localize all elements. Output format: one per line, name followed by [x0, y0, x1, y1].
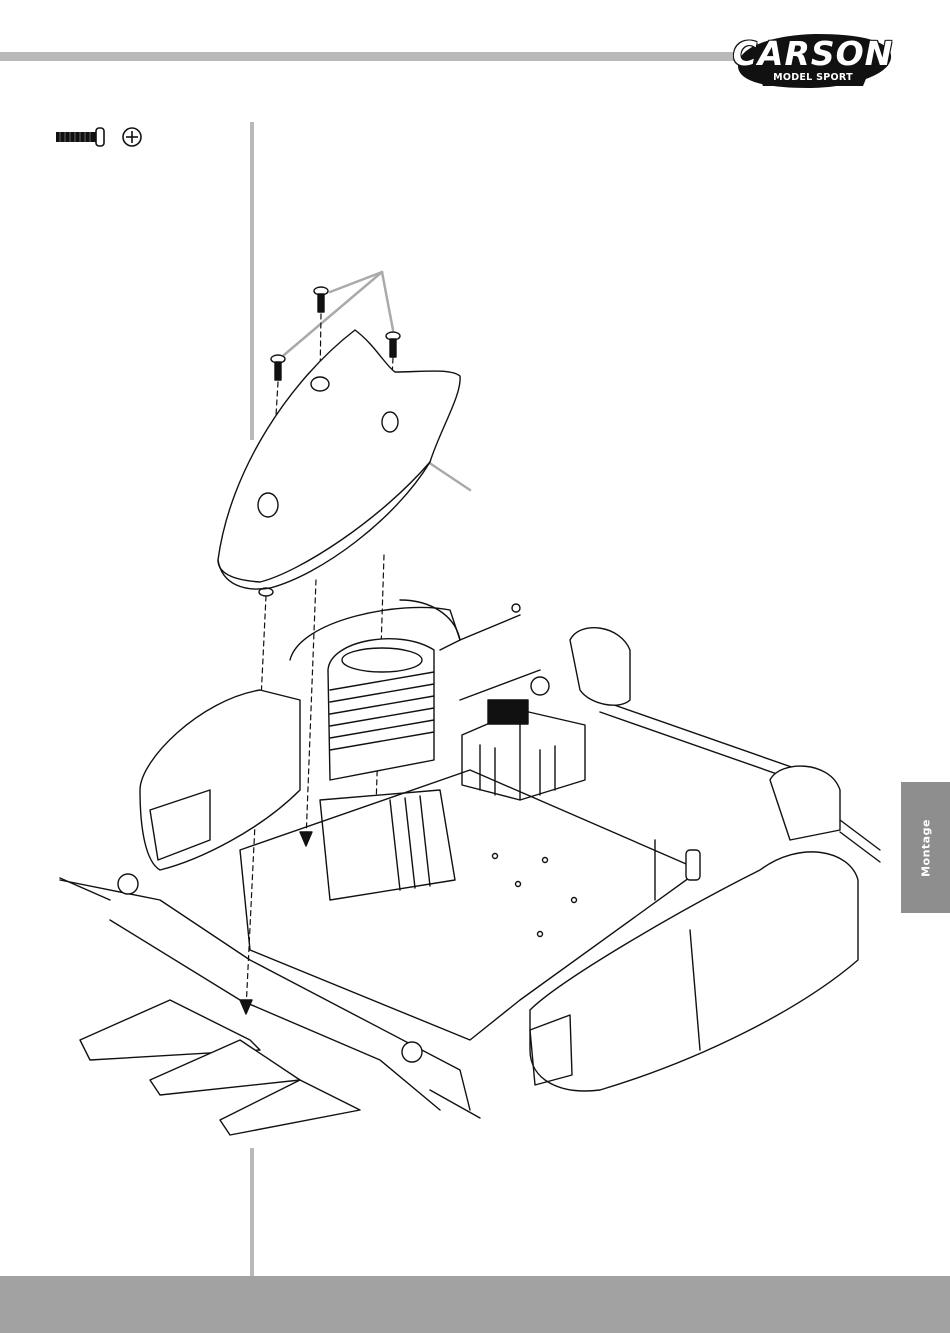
phillips-head-icon	[123, 128, 141, 146]
servo	[462, 700, 585, 800]
fuel-tank	[218, 330, 460, 596]
left-side-pod	[140, 690, 300, 870]
front-suspension	[60, 874, 480, 1135]
pan-head-screw-icon	[56, 128, 104, 146]
header-rule	[0, 52, 735, 61]
brand-subtitle: MODEL SPORT	[758, 72, 868, 83]
section-tab-label: Montage	[919, 819, 932, 877]
throttle-linkage	[460, 604, 549, 700]
screw-2	[386, 332, 400, 357]
assembly-drawing	[40, 260, 900, 1150]
rear-axle	[570, 628, 880, 862]
brand-name: CARSON	[728, 34, 898, 73]
engine	[320, 639, 455, 900]
screw-3	[271, 355, 285, 380]
section-tab: Montage	[901, 782, 950, 913]
right-side-pod	[530, 852, 858, 1091]
brand-logo: CARSON MODEL SPORT	[728, 28, 898, 94]
vertical-guide-bottom	[250, 1148, 254, 1276]
footer-band	[0, 1276, 950, 1333]
parts-legend	[52, 124, 152, 150]
screw-1	[314, 287, 328, 312]
